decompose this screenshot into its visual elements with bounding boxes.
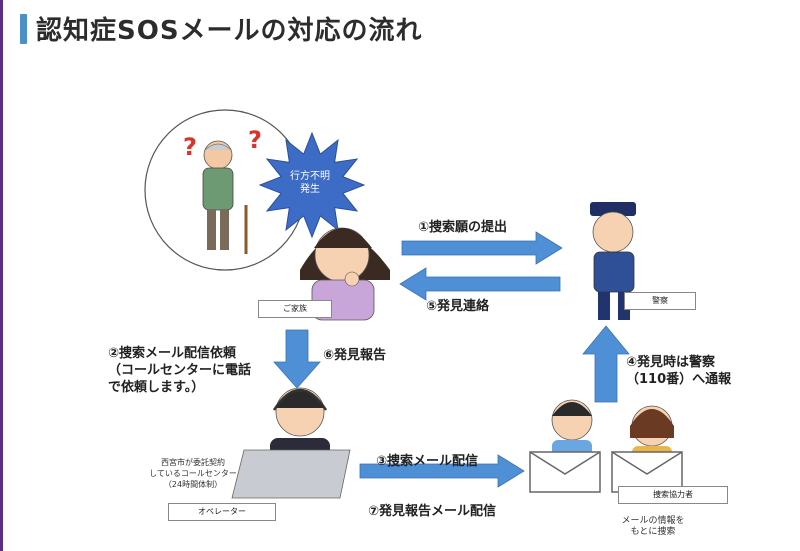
elderly-person-illustration: ? ? bbox=[144, 109, 306, 271]
missing-burst-label: 行方不明 発生 bbox=[290, 171, 330, 195]
step-5-label: ⑤発見連絡 bbox=[426, 299, 490, 314]
helpers-note: メールの情報を もとに捜索 bbox=[621, 516, 685, 537]
arrow-helpers-to-police bbox=[582, 325, 630, 403]
question-mark-icon: ? bbox=[248, 126, 262, 154]
left-edge-rule bbox=[0, 0, 3, 551]
question-mark-icon: ? bbox=[183, 133, 197, 161]
step-6-label: ⑥発見報告 bbox=[323, 348, 387, 363]
family-label: ご家族 bbox=[258, 300, 332, 318]
step-3-label: ③捜索メール配信 bbox=[376, 454, 479, 469]
operator-label: オペレーター bbox=[168, 503, 276, 521]
page-title: 認知症SOSメールの対応の流れ bbox=[36, 16, 423, 46]
operator-illustration bbox=[231, 387, 351, 499]
step-1-label: ①捜索願の提出 bbox=[418, 220, 508, 235]
operator-note: 西宮市が委託契約 しているコールセンター （24時間体制） bbox=[149, 458, 237, 489]
envelope-icon bbox=[529, 451, 601, 493]
step-2-label: ②捜索メール配信依頼 （コールセンターに電話 で依頼します。） bbox=[108, 346, 252, 395]
police-label: 警察 bbox=[624, 292, 696, 310]
missing-burst-shape bbox=[258, 131, 366, 239]
helpers-label: 捜索協力者 bbox=[618, 486, 728, 504]
police-illustration bbox=[590, 202, 636, 320]
arrow-family-to-police bbox=[401, 231, 563, 265]
step-4-label: ④発見時は警察 （110番）へ通報 bbox=[626, 355, 732, 387]
arrow-operator-to-helpers bbox=[359, 454, 525, 488]
arrow-police-to-family bbox=[399, 267, 561, 301]
step-7-label: ⑦発見報告メール配信 bbox=[368, 504, 497, 519]
arrow-family-to-operator bbox=[273, 329, 321, 389]
title-accent-bar bbox=[20, 14, 27, 44]
